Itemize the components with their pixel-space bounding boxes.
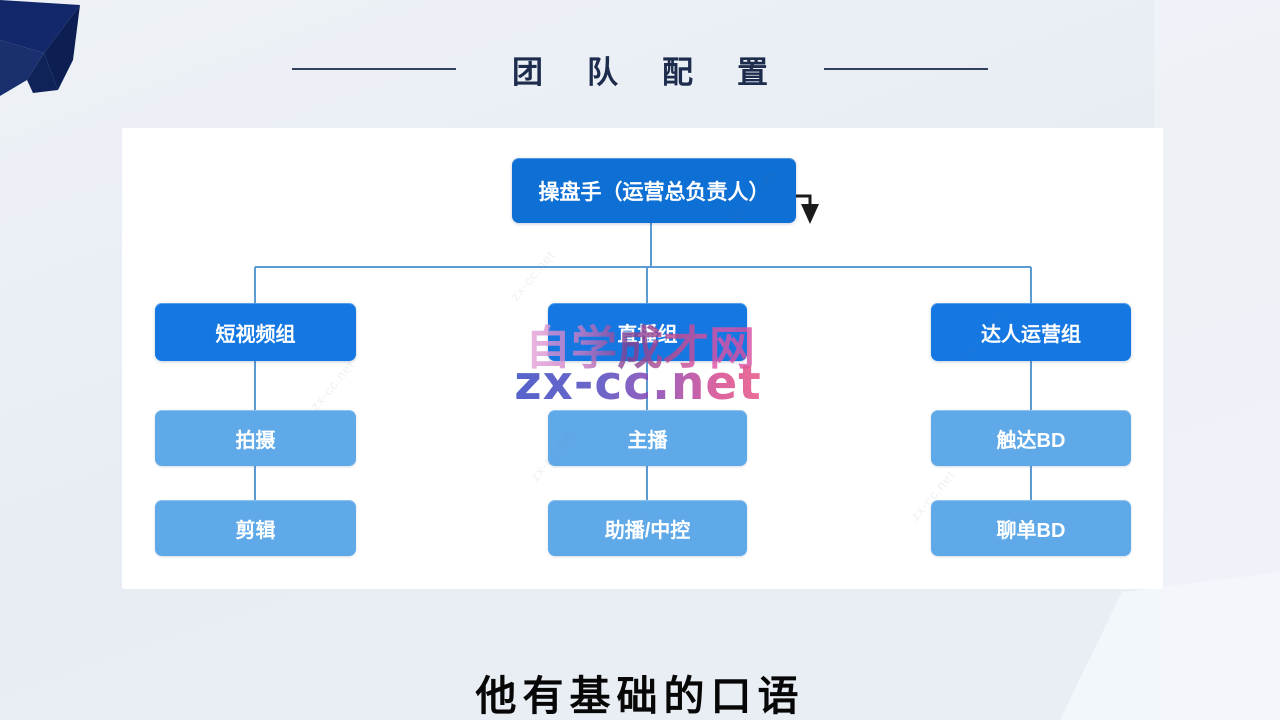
- org-box-root: 操盘手（运营总负责人）: [512, 158, 796, 223]
- faint-watermark: zx-cc.net: [507, 247, 558, 304]
- title-left-rule: [292, 68, 456, 70]
- page-title: 团队配置: [512, 54, 812, 90]
- org-box-editing: 剪辑: [155, 500, 356, 556]
- org-box-assist-control: 助播/中控: [548, 500, 747, 556]
- video-subtitle: 他有基础的口语: [475, 673, 805, 719]
- org-box-group-influencer: 达人运营组: [931, 303, 1131, 361]
- background-light-band: [1154, 0, 1280, 720]
- org-box-group-live: 直播组: [548, 303, 747, 361]
- title-right-rule: [824, 68, 988, 70]
- ribbon-icon: [0, 0, 80, 96]
- org-box-group-short-video: 短视频组: [155, 303, 356, 361]
- watermark-site-name: 自学成才网: [525, 312, 755, 378]
- org-box-shooting: 拍摄: [155, 410, 356, 466]
- org-box-reach-bd: 触达BD: [931, 410, 1131, 466]
- header: 团队配置: [0, 44, 1280, 94]
- faint-watermark: zx-cc.net: [307, 357, 358, 414]
- org-box-chat-bd: 聊单BD: [931, 500, 1131, 556]
- org-box-anchor: 主播: [548, 410, 747, 466]
- watermark-site-url: zx-cc.net: [514, 356, 762, 411]
